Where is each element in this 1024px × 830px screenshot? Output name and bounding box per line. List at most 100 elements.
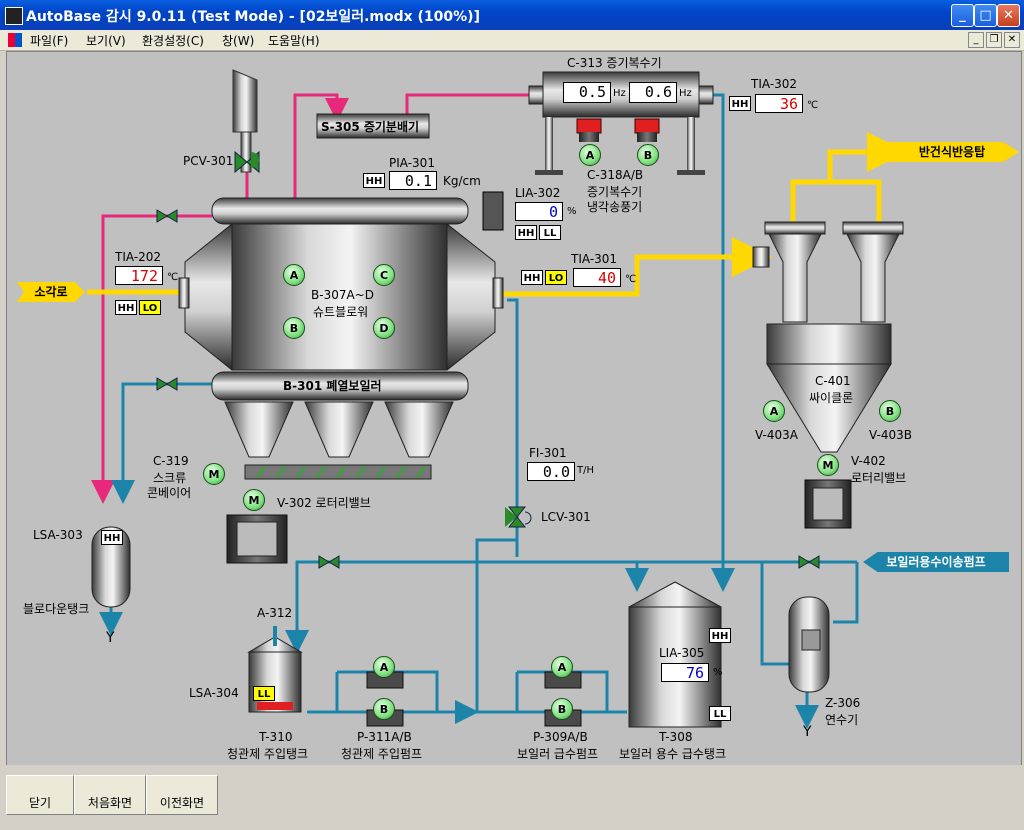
s305-header bbox=[316, 113, 430, 139]
mdi-close-icon[interactable]: ✕ bbox=[1004, 32, 1020, 48]
lia305-ll-badge: LL bbox=[709, 706, 731, 721]
b307b-motor[interactable]: B bbox=[283, 317, 305, 339]
lsa304-ll-badge: LL bbox=[253, 686, 275, 701]
b307a-motor[interactable]: A bbox=[283, 264, 305, 286]
pia301-hh-badge: HH bbox=[363, 173, 385, 188]
c401-label2: 싸이클론 bbox=[809, 391, 854, 405]
b307c-motor[interactable]: C bbox=[373, 264, 395, 286]
pia301-label: PIA-301 bbox=[389, 156, 435, 170]
v403b-motor[interactable]: B bbox=[879, 400, 901, 422]
mdi-restore-icon[interactable]: ❐ bbox=[986, 32, 1002, 48]
c318-label2: 증기복수기 bbox=[587, 185, 643, 199]
doc-icon bbox=[8, 33, 22, 47]
mdi-minimize-icon[interactable]: _ bbox=[968, 32, 984, 48]
tia202-value: 172 bbox=[115, 266, 163, 285]
b307d-motor[interactable]: D bbox=[373, 317, 395, 339]
tia302-value: 36 bbox=[755, 94, 803, 113]
process-canvas: A C B D A B A B M M M A B A B PCV-301 S-… bbox=[6, 51, 1022, 766]
v402-motor[interactable]: M bbox=[817, 454, 839, 476]
menu-window[interactable]: 창(W) bbox=[222, 34, 255, 48]
c319-label2: 스크류 bbox=[153, 471, 187, 485]
tia301-value: 40 bbox=[573, 268, 621, 287]
lsa303-hh-badge: HH bbox=[101, 530, 123, 545]
menu-file[interactable]: 파일(F) bbox=[30, 34, 69, 48]
lia305-label: LIA-305 bbox=[659, 646, 705, 660]
bottom-bar: 닫기 처음화면 이전화면 bbox=[0, 765, 1024, 815]
pcv301-label: PCV-301 bbox=[183, 154, 234, 168]
c319-label1: C-319 bbox=[153, 454, 189, 468]
c318a-motor[interactable]: A bbox=[579, 144, 601, 166]
lia302-label: LIA-302 bbox=[515, 186, 561, 200]
v403a-motor[interactable]: A bbox=[763, 400, 785, 422]
b307-label1: B-307A~D bbox=[311, 288, 374, 302]
app-icon bbox=[5, 7, 23, 25]
process-diagram bbox=[87, 69, 907, 729]
lia305-value: 76 bbox=[661, 663, 709, 682]
t310-label1: T-310 bbox=[259, 730, 293, 744]
pia301-value: 0.1 bbox=[389, 171, 437, 190]
c318b-motor[interactable]: B bbox=[637, 144, 659, 166]
window-title: AutoBase 감시 9.0.11 (Test Mode) - [02보일러.… bbox=[26, 9, 480, 25]
p311a-motor[interactable]: A bbox=[373, 656, 395, 678]
t308-label1: T-308 bbox=[659, 730, 693, 744]
home-screen-button[interactable]: 처음화면 bbox=[74, 775, 146, 815]
semidry-reactor-tag[interactable]: 반건식반응탑 bbox=[885, 142, 1019, 162]
menu-view[interactable]: 보기(V) bbox=[86, 34, 126, 48]
fi301-unit: T/H bbox=[577, 465, 594, 476]
menu-bar: 파일(F) 보기(V) 환경설정(C) 창(W) 도움말(H) _ ❐ ✕ bbox=[0, 30, 1024, 51]
lsa303-label: LSA-303 bbox=[33, 528, 83, 542]
p309b-motor[interactable]: B bbox=[551, 698, 573, 720]
tia301-lo-badge: LO bbox=[545, 270, 567, 285]
tia202-label: TIA-202 bbox=[115, 250, 162, 264]
p311-label1: P-311A/B bbox=[357, 730, 412, 744]
title-bar: AutoBase 감시 9.0.11 (Test Mode) - [02보일러.… bbox=[0, 0, 1024, 30]
lia302-unit: % bbox=[567, 206, 577, 217]
tia302-hh-badge: HH bbox=[729, 96, 751, 111]
lia302-value: 0 bbox=[515, 202, 563, 221]
tia202-unit: ℃ bbox=[167, 272, 179, 283]
maximize-button[interactable]: □ bbox=[974, 4, 997, 27]
c313-hz2-value: 0.6 bbox=[629, 82, 677, 103]
z306-label2: 연수기 bbox=[825, 713, 859, 727]
lia305-unit: % bbox=[713, 667, 723, 678]
v402-label1: V-402 bbox=[851, 454, 886, 468]
t308-label2: 보일러 용수 급수탱크 bbox=[619, 747, 726, 761]
lsa304-label: LSA-304 bbox=[189, 686, 239, 700]
tia301-unit: ℃ bbox=[625, 274, 637, 285]
tia202-lo-badge: LO bbox=[139, 300, 161, 315]
c319-motor[interactable]: M bbox=[203, 463, 225, 485]
minimize-button[interactable]: _ bbox=[951, 4, 974, 27]
c401-body bbox=[766, 323, 892, 365]
drain-icon: Y bbox=[106, 630, 115, 646]
v403a-label: V-403A bbox=[755, 428, 798, 442]
tia302-label: TIA-302 bbox=[751, 77, 798, 91]
menu-settings[interactable]: 환경설정(C) bbox=[142, 34, 204, 48]
p309-label2: 보일러 급수펌프 bbox=[517, 747, 599, 761]
water-lines bbox=[99, 93, 859, 729]
close-screen-button[interactable]: 닫기 bbox=[6, 775, 74, 815]
feed-pump-tag[interactable]: 보일러용수이송펌프 bbox=[863, 552, 1009, 572]
p309a-motor[interactable]: A bbox=[551, 656, 573, 678]
v302-motor[interactable]: M bbox=[243, 489, 265, 511]
tia202-hh-badge: HH bbox=[115, 300, 137, 315]
fi301-label: FI-301 bbox=[529, 446, 567, 460]
blowdown-tank bbox=[91, 526, 131, 608]
z306-label1: Z-306 bbox=[825, 696, 861, 710]
close-button[interactable]: ✕ bbox=[997, 4, 1020, 27]
v402-label2: 로터리밸브 bbox=[851, 471, 907, 485]
lcv301-label: LCV-301 bbox=[541, 510, 591, 524]
c313-hz1-unit: Hz bbox=[613, 88, 626, 99]
b307-label2: 슈트블로워 bbox=[313, 305, 369, 319]
drain2-icon: Y bbox=[803, 724, 812, 740]
c318-label1: C-318A/B bbox=[587, 168, 644, 182]
pia301-unit: Kg/cm bbox=[443, 174, 481, 188]
lia302-hh-badge: HH bbox=[515, 225, 537, 240]
p311b-motor[interactable]: B bbox=[373, 698, 395, 720]
incinerator-tag[interactable]: 소각로 bbox=[17, 282, 85, 302]
s305-label: S-305 증기분배기 bbox=[321, 120, 420, 134]
menu-help[interactable]: 도움말(H) bbox=[268, 34, 320, 48]
c319-label3: 콘베이어 bbox=[147, 486, 192, 500]
lia302-transmitter bbox=[482, 191, 504, 231]
prev-screen-button[interactable]: 이전화면 bbox=[146, 775, 218, 815]
flue-gas-lines bbox=[87, 132, 907, 297]
